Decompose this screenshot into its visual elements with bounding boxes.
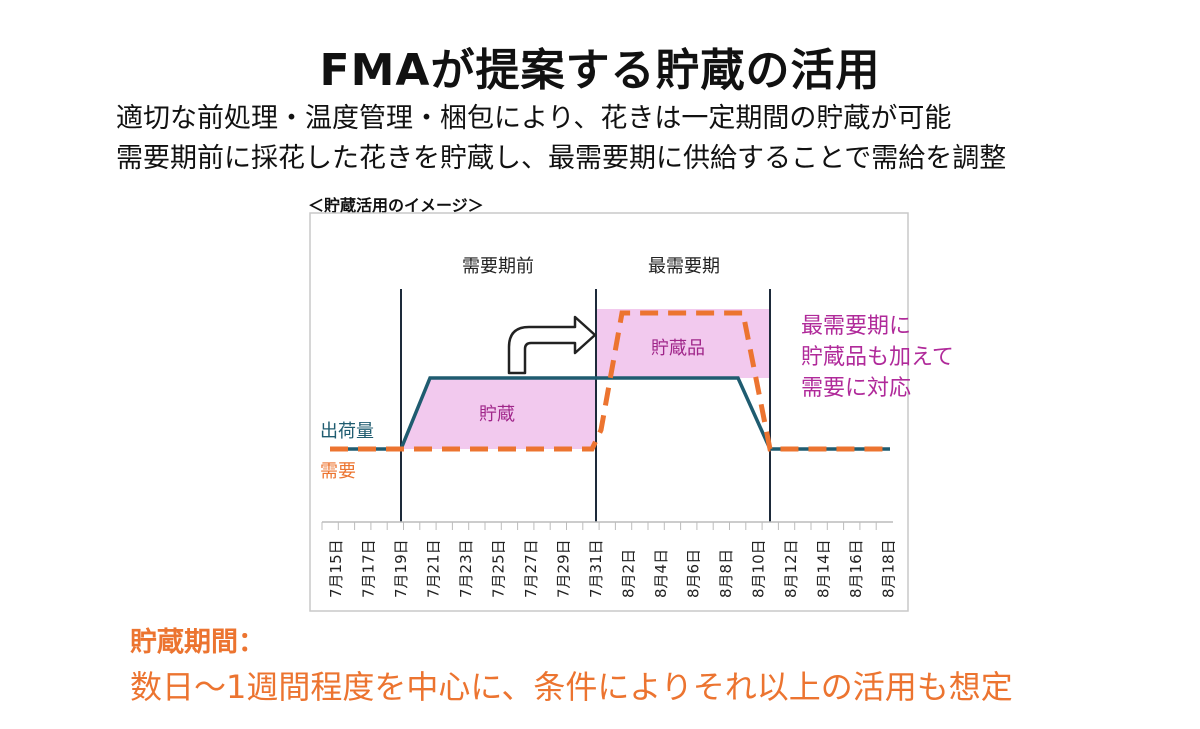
date-label: 8月8日 (717, 549, 735, 598)
date-labels: 7月15日 7月17日 7月19日 7月21日 7月23日 7月25日 7月27日 7月29日… (327, 539, 898, 598)
storage-label: 貯蔵 (479, 404, 515, 425)
date-label: 8月2日 (620, 549, 638, 598)
phase-label-pre-demand: 需要期前 (462, 256, 534, 277)
date-label: 7月17日 (360, 539, 378, 598)
date-label: 8月14日 (815, 539, 833, 598)
note-line-1: 最需要期に (801, 314, 911, 339)
date-label: 8月12日 (782, 539, 800, 598)
page-title: FMAが提案する貯蔵の活用 (319, 45, 881, 96)
stored-goods-area (596, 309, 770, 378)
stored-goods-label: 貯蔵品 (651, 338, 705, 359)
date-label: 8月4日 (652, 549, 670, 598)
storage-period-text: 数日～1週間程度を中心に、条件によりそれ以上の活用も想定 (130, 668, 1013, 706)
date-label: 8月18日 (880, 539, 898, 598)
date-label: 8月10日 (750, 539, 768, 598)
phase-label-peak-demand: 最需要期 (648, 256, 720, 277)
legend-demand: 需要 (320, 461, 356, 482)
demand-line (330, 310, 890, 452)
storage-area (401, 378, 596, 449)
legend-shipment: 出荷量 (320, 421, 374, 442)
storage-period-heading: 貯蔵期間： (130, 627, 265, 658)
date-label: 8月16日 (847, 539, 865, 598)
date-label: 7月25日 (490, 539, 508, 598)
date-label: 7月29日 (555, 539, 573, 598)
note-line-3: 需要に対応 (801, 376, 911, 401)
date-label: 7月27日 (522, 539, 540, 598)
subtitle-line-1: 適切な前処理・温度管理・梱包により、花きは一定期間の貯蔵が可能 (116, 103, 952, 134)
subtitle-line-2: 需要期前に採花した花きを貯蔵し、最需要期に供給することで需給を調整 (116, 143, 1007, 174)
date-label: 7月31日 (587, 539, 605, 598)
date-label: 7月23日 (457, 539, 475, 598)
note-line-2: 貯蔵品も加えて (801, 345, 954, 370)
date-label: 8月6日 (685, 549, 703, 598)
transfer-arrow-icon (507, 315, 597, 375)
diagram-caption: ＜貯蔵活用のイメージ＞ (308, 196, 484, 215)
date-ticks (321, 522, 877, 530)
date-label: 7月15日 (327, 539, 345, 598)
date-label: 7月19日 (392, 539, 410, 598)
date-label: 7月21日 (425, 539, 443, 598)
diagram-frame (309, 212, 909, 612)
